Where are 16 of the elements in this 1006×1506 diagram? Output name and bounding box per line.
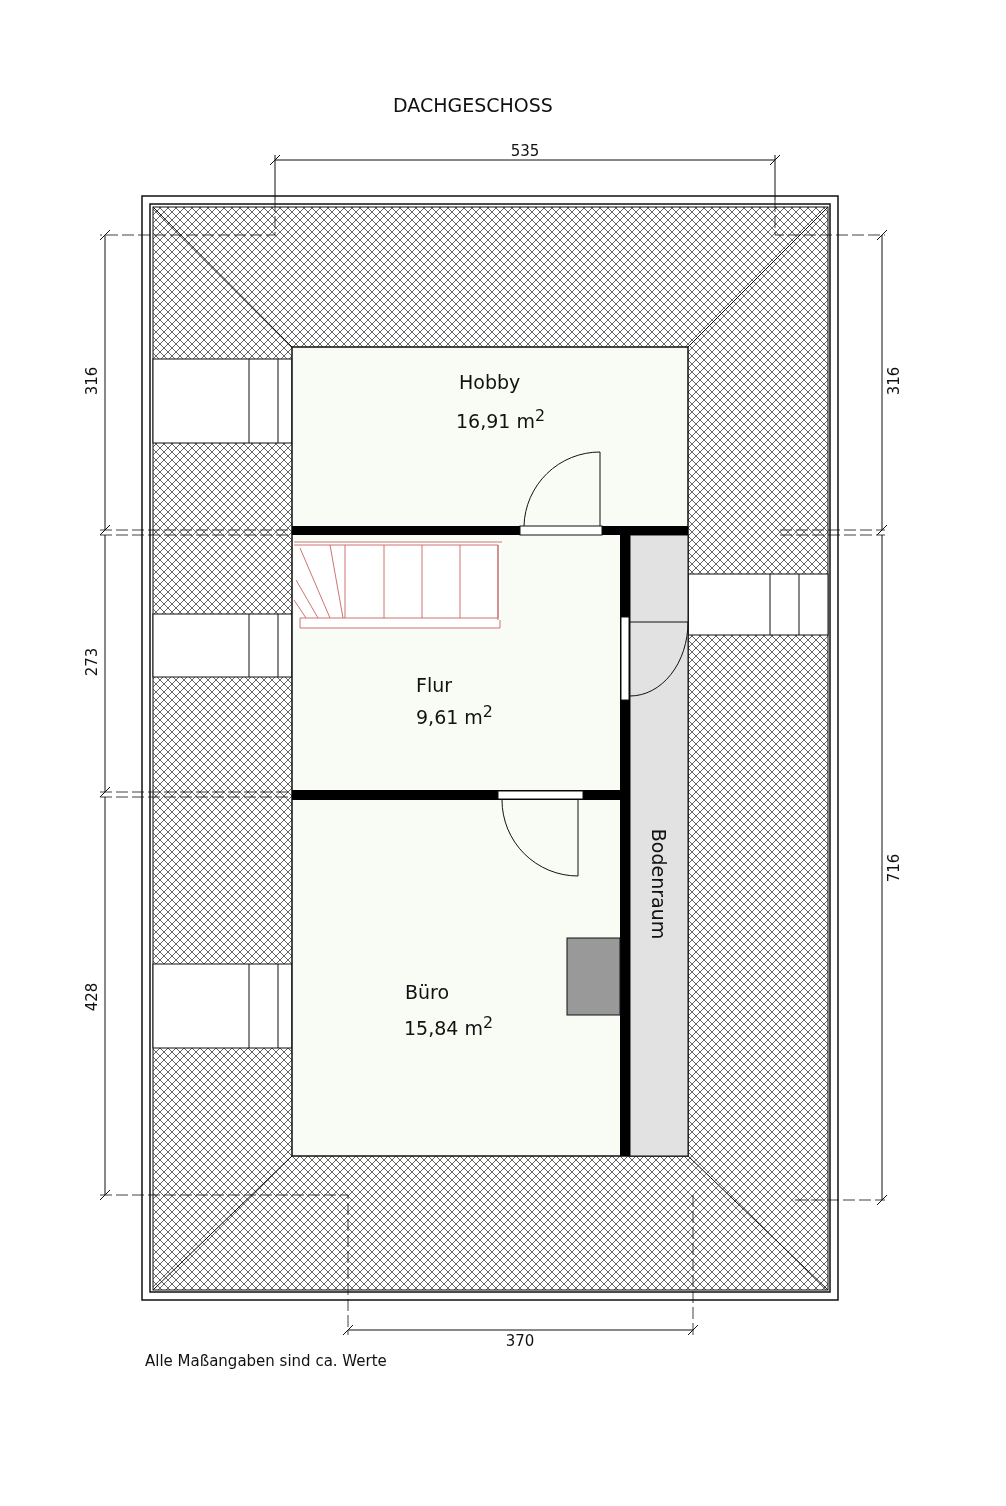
room-name: Flur bbox=[416, 674, 453, 697]
dimension-label: 370 bbox=[505, 1332, 535, 1350]
dimension-label: 273 bbox=[83, 647, 101, 677]
dimension-label: 316 bbox=[83, 366, 101, 396]
dimension-label: 428 bbox=[83, 982, 101, 1012]
dimension-label: 716 bbox=[885, 853, 903, 883]
room-name: Büro bbox=[405, 981, 450, 1004]
room-area: 9,61 m$^{2}$ bbox=[416, 702, 493, 730]
room-name: Bodenraum bbox=[647, 828, 671, 939]
dimension-label: 535 bbox=[510, 142, 540, 160]
room-area: 15,84 m$^{2}$ bbox=[404, 1013, 494, 1041]
footnote: Alle Maßangaben sind ca. Werte bbox=[145, 1352, 387, 1370]
dimension-label: 316 bbox=[885, 366, 903, 396]
plan-title: DACHGESCHOSS bbox=[393, 94, 553, 117]
room-area: 16,91 m$^{2}$ bbox=[456, 406, 546, 434]
room-name: Hobby bbox=[459, 371, 521, 394]
